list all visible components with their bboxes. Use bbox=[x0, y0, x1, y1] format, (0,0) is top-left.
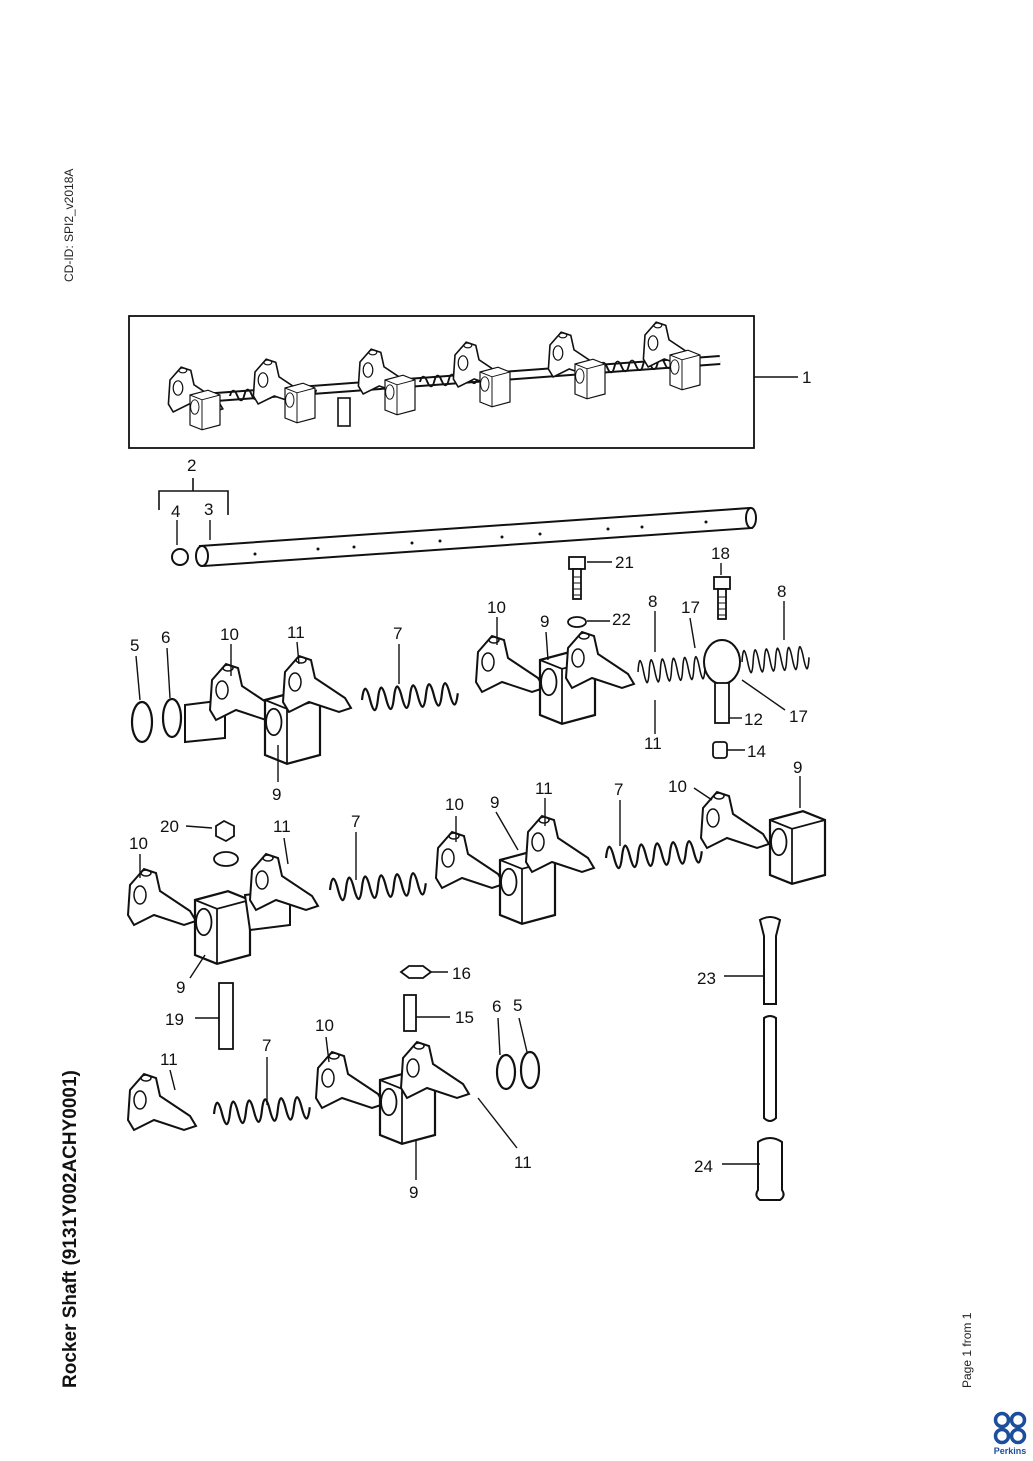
callout-7: 7 bbox=[351, 812, 360, 831]
callout-18: 18 bbox=[711, 544, 730, 563]
callout-1: 1 bbox=[802, 368, 811, 387]
callout-11: 11 bbox=[535, 779, 553, 798]
callout-17: 17 bbox=[681, 598, 700, 617]
rocker-shaft-assembly bbox=[128, 315, 798, 449]
callout-21: 21 bbox=[615, 553, 634, 572]
callout-6: 6 bbox=[161, 628, 170, 647]
callout-14: 14 bbox=[747, 742, 766, 761]
callout-11: 11 bbox=[644, 734, 662, 753]
callout-9: 9 bbox=[409, 1183, 418, 1202]
callout-22: 22 bbox=[612, 610, 631, 629]
callout-16: 16 bbox=[452, 964, 471, 983]
callout-11: 11 bbox=[514, 1153, 532, 1172]
parts-row-3 bbox=[127, 965, 541, 1180]
parts-row-1 bbox=[130, 556, 811, 782]
callout-19: 19 bbox=[165, 1010, 184, 1029]
callout-10: 10 bbox=[315, 1016, 334, 1035]
callout-7: 7 bbox=[393, 624, 402, 643]
callout-10: 10 bbox=[487, 598, 506, 617]
callout-20: 20 bbox=[160, 817, 179, 836]
callout-9: 9 bbox=[176, 978, 185, 997]
callout-24: 24 bbox=[694, 1157, 713, 1176]
callout-10: 10 bbox=[129, 834, 148, 853]
callout-11: 11 bbox=[273, 817, 291, 836]
callout-7: 7 bbox=[262, 1036, 271, 1055]
callout-10: 10 bbox=[668, 777, 687, 796]
callout-10: 10 bbox=[445, 795, 464, 814]
parts-row-2 bbox=[127, 776, 827, 979]
callout-10: 10 bbox=[220, 625, 239, 644]
callout-9: 9 bbox=[490, 793, 499, 812]
perkins-logo: Perkins bbox=[988, 1410, 1032, 1460]
callout-17: 17 bbox=[789, 707, 808, 726]
callout-11: 11 bbox=[160, 1050, 178, 1069]
callout-8: 8 bbox=[648, 592, 657, 611]
rocker-shaft bbox=[158, 478, 757, 568]
callout-3: 3 bbox=[204, 500, 213, 519]
callout-7: 7 bbox=[614, 780, 623, 799]
callout-5: 5 bbox=[130, 636, 139, 655]
callout-11: 11 bbox=[287, 623, 305, 642]
push-rod-and-tappet bbox=[722, 916, 785, 1201]
callout-5: 5 bbox=[513, 996, 522, 1015]
callout-labels: 1 2 4 3 21 18 8 10 8 17 9 22 11 10 7 6 5… bbox=[129, 368, 811, 1202]
callout-4: 4 bbox=[171, 502, 180, 521]
callout-15: 15 bbox=[455, 1008, 474, 1027]
callout-12: 12 bbox=[744, 710, 763, 729]
callout-2: 2 bbox=[187, 456, 196, 475]
callout-23: 23 bbox=[697, 969, 716, 988]
callout-9: 9 bbox=[793, 758, 802, 777]
callout-8: 8 bbox=[777, 582, 786, 601]
callout-9: 9 bbox=[272, 785, 281, 804]
callout-9: 9 bbox=[540, 612, 549, 631]
callout-6: 6 bbox=[492, 997, 501, 1016]
brand-name: Perkins bbox=[993, 1446, 1027, 1456]
perkins-logo-icon bbox=[993, 1411, 1027, 1445]
